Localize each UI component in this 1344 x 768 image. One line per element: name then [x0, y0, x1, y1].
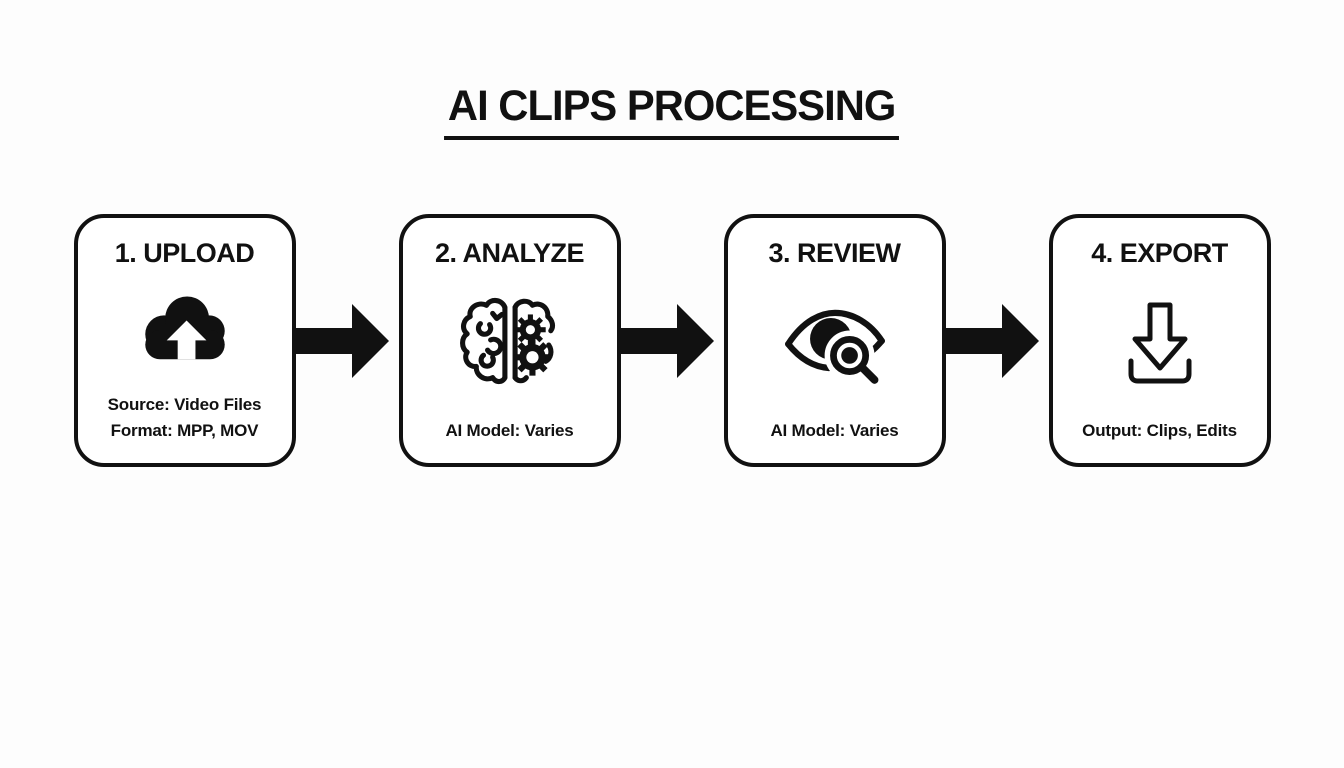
- step-heading-upload: 1. UPLOAD: [114, 238, 255, 268]
- step-detail-model: AI Model: Varies: [445, 420, 574, 440]
- flow-arrow-icon: [295, 303, 399, 379]
- process-flow: 1. UPLOAD Source: Video Files Format: MP…: [0, 214, 1344, 467]
- step-details-review: AI Model: Varies: [770, 418, 898, 444]
- flow-arrow-icon: [945, 303, 1049, 379]
- eye-magnifier-icon: [783, 294, 887, 392]
- step-heading-review: 3. REVIEW: [768, 238, 901, 268]
- step-details-analyze: AI Model: Varies: [445, 418, 573, 444]
- page-title: AI CLIPS PROCESSING: [444, 82, 900, 140]
- step-detail-model: AI Model: Varies: [770, 420, 899, 440]
- step-card-upload: 1. UPLOAD Source: Video Files Format: MP…: [73, 214, 296, 467]
- brain-gears-icon: [459, 292, 561, 394]
- step-detail-output: Output: Clips, Edits: [1082, 420, 1237, 440]
- step-details-export: Output: Clips, Edits: [1082, 418, 1237, 444]
- step-card-review: 3. REVIEW: [723, 214, 946, 467]
- cloud-upload-icon: [132, 285, 238, 377]
- step-detail-format: Format: MPP, MOV: [110, 420, 259, 440]
- flow-arrow-icon: [620, 303, 724, 379]
- step-heading-analyze: 2. ANALYZE: [434, 238, 585, 268]
- step-card-analyze: 2. ANALYZE: [398, 214, 621, 467]
- step-details-upload: Source: Video Files Format: MPP, MOV: [108, 392, 262, 443]
- step-card-export: 4. EXPORT Output: Clips, Edits: [1048, 214, 1271, 467]
- step-heading-export: 4. EXPORT: [1091, 238, 1228, 268]
- download-tray-icon: [1110, 293, 1210, 393]
- step-detail-source: Source: Video Files: [107, 395, 262, 414]
- title-row: AI CLIPS PROCESSING: [0, 0, 1344, 140]
